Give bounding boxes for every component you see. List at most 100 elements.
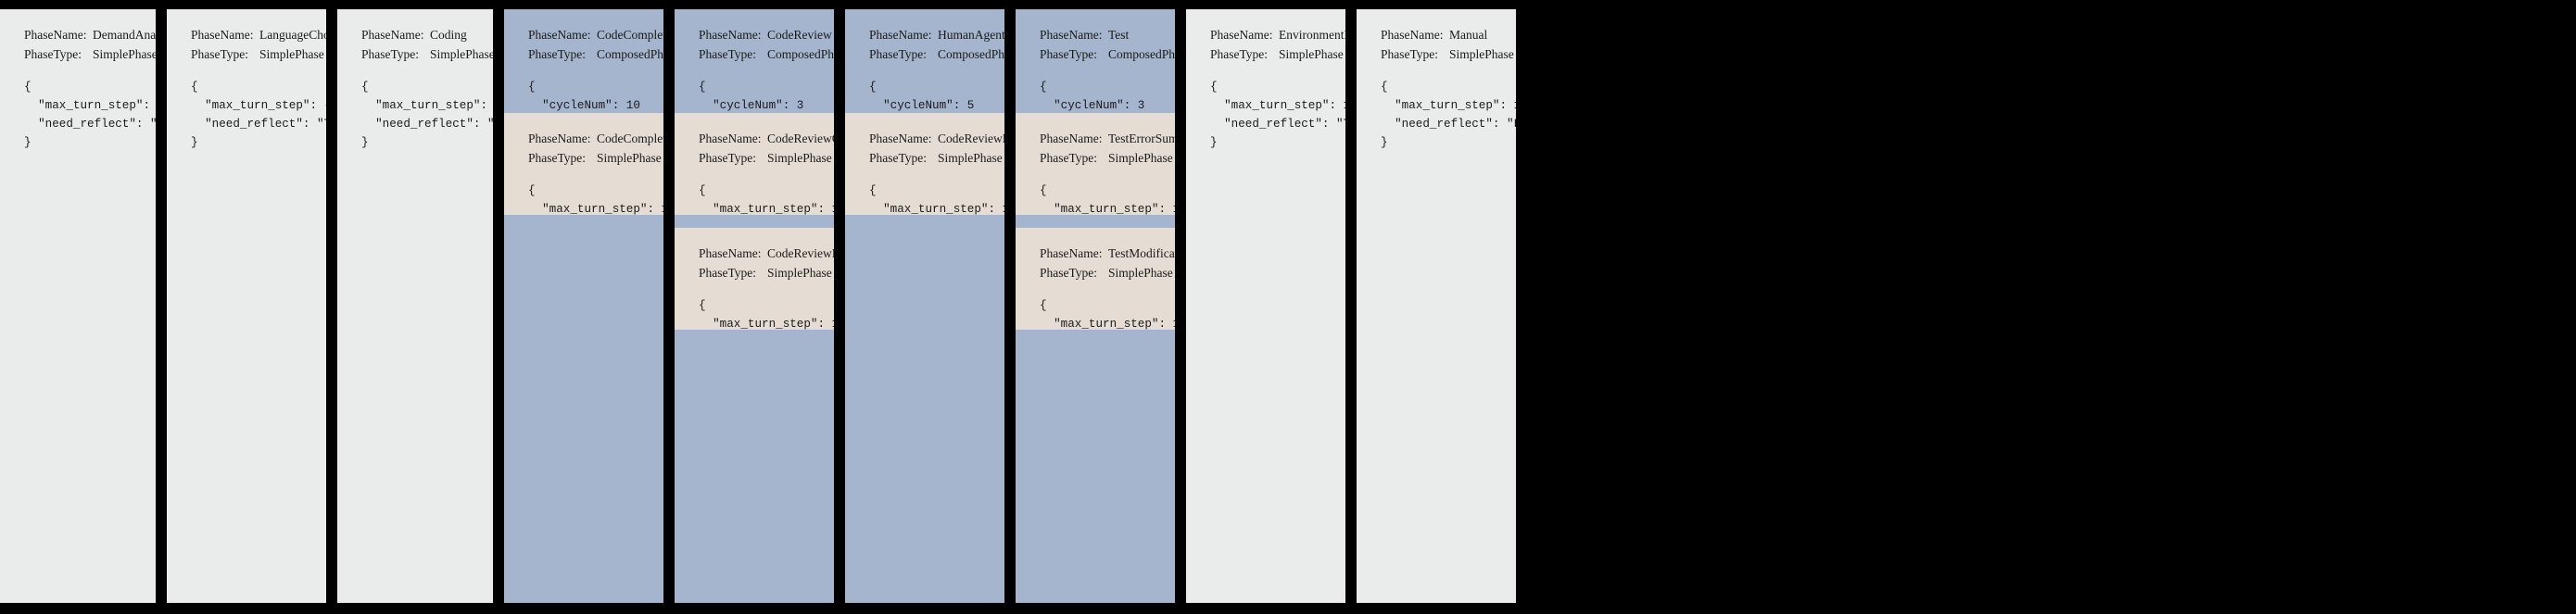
sub-test-1-phase-name-row: PhaseName:TestModification [1040, 244, 1175, 264]
composed-phase-header-code-complete-all[interactable]: PhaseName:CodeCompleteAllPhaseType:Compo… [504, 9, 663, 113]
phase-name-value: CodeReviewHuman [938, 132, 1004, 145]
root-human-agent-interaction-body: PhaseName:HumanAgentInteractionPhaseType… [845, 9, 1004, 113]
phase-type-value: SimplePhase [430, 46, 493, 61]
sub-code-review-0-body: PhaseName:CodeReviewCommentPhaseType:Sim… [675, 113, 834, 215]
sub-test-0-config-json: { "max_turn_step": 1, "need_reflect": "F… [1040, 183, 1175, 215]
root-demand-analysis-body: PhaseName:DemandAnalysisPhaseType:Simple… [0, 9, 156, 152]
phase-name-value: HumanAgentInteraction [938, 28, 1004, 42]
sub-human-agent-interaction-0-phase-name-row: PhaseName:CodeReviewHuman [869, 130, 1004, 149]
sub-phase-panel-human-agent-interaction-0[interactable]: PhaseName:CodeReviewHumanPhaseType: Simpl… [845, 113, 1004, 215]
phase-name-label: PhaseName: [1381, 28, 1444, 42]
composed-phase-fill-test [1016, 330, 1175, 603]
root-manual-phase-name-row: PhaseName: Manual [1381, 26, 1516, 45]
phase-name-label: PhaseName: [528, 132, 591, 145]
phase-name-label: PhaseName: [699, 246, 762, 260]
root-coding-phase-name-row: PhaseName: Coding [361, 26, 493, 45]
phase-type-value: SimplePhase [1279, 46, 1344, 61]
root-human-agent-interaction-config-json: { "cycleNum": 5 } [869, 80, 975, 112]
column-divider [326, 9, 337, 603]
sub-human-agent-interaction-0-body: PhaseName:CodeReviewHumanPhaseType: Simpl… [845, 113, 1004, 215]
phase-name-label: PhaseName: [699, 28, 762, 42]
column-divider [1175, 9, 1186, 603]
phase-column-human-agent-interaction[interactable]: PhaseName:HumanAgentInteractionPhaseType… [845, 9, 1004, 603]
phase-column-environment-doc[interactable]: PhaseName:EnvironmentDocPhaseType: Simple… [1186, 9, 1345, 603]
column-divider [1345, 9, 1357, 603]
root-coding-config-json: { "max_turn_step": 1, "need_reflect": "F… [361, 80, 493, 149]
phase-name-value: EnvironmentDoc [1279, 28, 1345, 42]
root-demand-analysis-config-json: { "max_turn_step": -1, "need_reflect": "… [24, 80, 156, 149]
phase-type-label: PhaseType: [528, 46, 587, 61]
phase-name-label: PhaseName: [361, 28, 424, 42]
phase-name-label: PhaseName: [24, 28, 87, 42]
phase-column-language-choose[interactable]: PhaseName:LanguageChoosePhaseType:Simple… [167, 9, 326, 603]
root-test-phase-type-row: PhaseType:ComposedPhase [1040, 45, 1175, 65]
root-demand-analysis-phase-name-row: PhaseName: DemandAnalysis [24, 26, 156, 45]
sub-phase-panel-test-1[interactable]: PhaseName:TestModificationPhaseType: Simp… [1016, 228, 1175, 330]
phase-type-label: PhaseType: [191, 46, 249, 61]
phase-type-value: ComposedPhase [597, 46, 663, 61]
phase-name-value: Coding [430, 28, 467, 42]
composed-phase-fill-code-complete-all [504, 215, 663, 603]
composed-phase-fill-code-review [675, 330, 834, 603]
phase-type-label: PhaseType: [361, 46, 420, 61]
composed-phase-header-human-agent-interaction[interactable]: PhaseName:HumanAgentInteractionPhaseType… [845, 9, 1004, 113]
sub-code-complete-all-0-phase-type-row: PhaseType:SimplePhase [528, 149, 663, 169]
phase-type-value: SimplePhase [938, 150, 1003, 165]
column-divider [834, 9, 845, 603]
phase-type-value: SimplePhase [1108, 265, 1173, 280]
phase-column-code-complete-all[interactable]: PhaseName:CodeCompleteAllPhaseType:Compo… [504, 9, 663, 603]
phase-type-value: SimplePhase [93, 46, 156, 61]
sub-code-complete-all-0-phase-name-row: PhaseName:CodeComplete [528, 130, 663, 149]
phase-name-value: DemandAnalysis [93, 28, 156, 42]
phase-type-label: PhaseType: [699, 46, 757, 61]
sub-test-1-phase-type-row: PhaseType: SimplePhase [1040, 264, 1175, 283]
root-environment-doc-config-json: { "max_turn_step": 1, "need_reflect": "T… [1210, 80, 1345, 149]
sub-human-agent-interaction-0-config-json: { "max_turn_step": 1, "need_reflect": "F… [869, 183, 1004, 215]
sub-code-review-0-config-json: { "max_turn_step": 1, "need_reflect": "F… [699, 183, 834, 215]
sub-phase-panel-code-review-0[interactable]: PhaseName:CodeReviewCommentPhaseType:Sim… [675, 113, 834, 215]
column-divider [1004, 9, 1016, 603]
simple-phase-panel-environment-doc[interactable]: PhaseName:EnvironmentDocPhaseType: Simple… [1186, 9, 1345, 603]
sub-human-agent-interaction-0-phase-type-row: PhaseType: SimplePhase [869, 149, 1004, 169]
root-environment-doc-phase-name-row: PhaseName:EnvironmentDoc [1210, 26, 1345, 45]
root-human-agent-interaction-phase-type-row: PhaseType:ComposedPhase [869, 45, 1004, 65]
sub-test-0-phase-name-row: PhaseName:TestErrorSummary [1040, 130, 1175, 149]
phase-column-demand-analysis[interactable]: PhaseName:DemandAnalysisPhaseType:Simple… [0, 9, 156, 603]
sub-code-review-1-phase-name-row: PhaseName:CodeReviewModification [699, 244, 834, 264]
phase-name-value: LanguageChoose [259, 28, 326, 42]
phase-type-label: PhaseType: [1210, 46, 1269, 61]
simple-phase-panel-demand-analysis[interactable]: PhaseName:DemandAnalysisPhaseType:Simple… [0, 9, 156, 603]
root-code-review-config-json: { "cycleNum": 3 } [699, 80, 804, 112]
phase-type-value: SimplePhase [1108, 150, 1173, 165]
phase-type-label: PhaseType: [869, 150, 928, 165]
sub-test-1-config-json: { "max_turn_step": 1, "need_reflect": "F… [1040, 298, 1175, 330]
sub-phase-panel-code-complete-all-0[interactable]: PhaseName:CodeCompletePhaseType:SimplePh… [504, 113, 663, 215]
root-language-choose-phase-name-row: PhaseName:LanguageChoose [191, 26, 326, 45]
simple-phase-panel-language-choose[interactable]: PhaseName:LanguageChoosePhaseType:Simple… [167, 9, 326, 603]
phase-type-label: PhaseType: [1040, 265, 1098, 280]
sub-phase-panel-code-review-1[interactable]: PhaseName:CodeReviewModificationPhaseTyp… [675, 228, 834, 330]
phase-name-value: Manual [1449, 28, 1488, 42]
sub-phase-panel-test-0[interactable]: PhaseName:TestErrorSummaryPhaseType:Simp… [1016, 113, 1175, 215]
sub-code-review-1-body: PhaseName:CodeReviewModificationPhaseTyp… [675, 228, 834, 330]
root-coding-phase-type-row: PhaseType: SimplePhase [361, 45, 493, 65]
phase-type-value: SimplePhase [767, 265, 832, 280]
phase-type-label: PhaseType: [1381, 46, 1439, 61]
root-code-complete-all-body: PhaseName:CodeCompleteAllPhaseType:Compo… [504, 9, 663, 113]
root-language-choose-phase-type-row: PhaseType:SimplePhase [191, 45, 326, 65]
root-environment-doc-phase-type-row: PhaseType: SimplePhase [1210, 45, 1345, 65]
root-code-review-phase-type-row: PhaseType:ComposedPhase [699, 45, 834, 65]
phase-type-label: PhaseType: [1040, 46, 1098, 61]
